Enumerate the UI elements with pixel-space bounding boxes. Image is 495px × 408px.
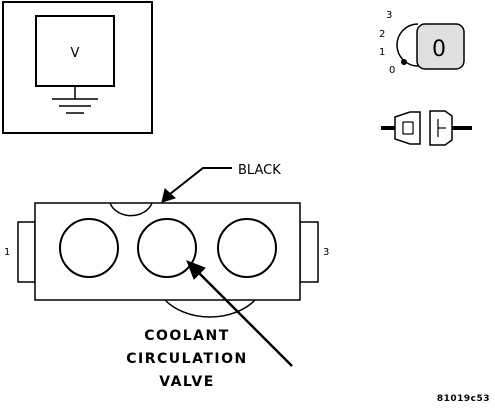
ignition-pointer-dot <box>401 59 407 65</box>
voltmeter-label: V <box>71 46 80 61</box>
ignition-position-0: 0 <box>389 65 395 76</box>
figure-id: 81019c53 <box>437 394 490 404</box>
cavity-2 <box>137 218 197 278</box>
voltmeter-panel: V <box>2 1 153 134</box>
component-label-line1: COOLANT <box>144 328 230 344</box>
pin-label-3: 3 <box>323 247 329 258</box>
ignition-position-1: 1 <box>379 47 385 58</box>
component-callout: COOLANT CIRCULATION VALVE <box>126 260 293 390</box>
connector-top-notch <box>109 202 153 217</box>
ignition-position-3: 3 <box>386 10 392 21</box>
wire-color-callout: BLACK <box>161 163 281 203</box>
component-label-line3: VALVE <box>159 374 215 390</box>
ignition-cylinder <box>396 23 419 67</box>
ignition-position-2: 2 <box>379 29 385 40</box>
cavity-3 <box>217 218 277 278</box>
ground-symbol <box>52 86 98 114</box>
connector-tab-right <box>299 221 319 283</box>
wire-color-label: BLACK <box>238 163 281 178</box>
ignition-key <box>416 23 465 70</box>
valve-connector: 1 3 <box>4 202 329 318</box>
male-connector-half <box>394 111 421 145</box>
voltmeter-frame <box>2 1 153 134</box>
wire-callout-arrowhead <box>161 188 176 203</box>
cavity-1 <box>59 218 119 278</box>
ignition-key-label: 0 <box>432 37 446 62</box>
component-label-line2: CIRCULATION <box>126 351 247 367</box>
connector-disconnect-icon <box>381 110 472 146</box>
component-callout-arrowhead <box>186 260 206 280</box>
pin-label-1: 1 <box>4 247 10 258</box>
connector-tab-left <box>17 221 36 283</box>
connector-bottom-bump <box>164 299 256 318</box>
ignition-switch-icon: 3 2 1 0 0 <box>379 10 465 76</box>
